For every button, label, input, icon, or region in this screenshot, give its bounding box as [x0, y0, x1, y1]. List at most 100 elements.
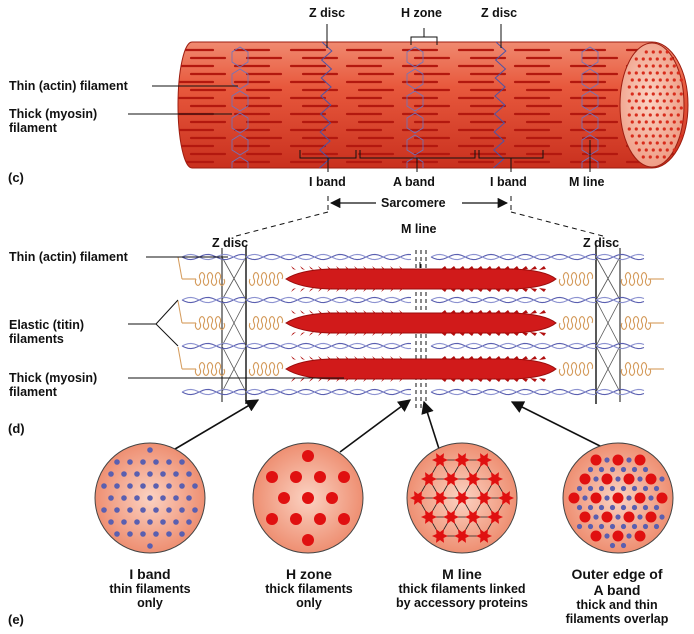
lattice-hint	[231, 156, 249, 168]
actin-dot	[659, 476, 665, 482]
myosin-head	[381, 356, 386, 360]
actin-filament	[181, 388, 246, 396]
myosin-head	[530, 266, 537, 270]
myosin-head	[381, 288, 386, 292]
myosin-head	[318, 356, 323, 360]
lattice-hint	[231, 68, 249, 90]
myofibril-cylinder	[177, 41, 689, 169]
filament-dot	[634, 57, 638, 61]
myosin-head	[309, 310, 314, 314]
actin-dot	[593, 476, 599, 482]
myosin-head	[476, 266, 483, 270]
myosin-head	[345, 378, 350, 382]
myosin-head	[309, 266, 314, 270]
filament-dot	[627, 113, 631, 117]
filament-dot	[644, 134, 648, 138]
caption-m-line-line: by accessory proteins	[395, 596, 528, 610]
filament-dot	[662, 155, 666, 159]
myosin-dot	[634, 454, 646, 466]
filament-dot	[630, 78, 634, 82]
myosin-head	[512, 310, 519, 314]
myosin-head	[291, 288, 296, 292]
myosin-dot	[612, 492, 624, 504]
myosin-head	[327, 378, 332, 382]
filament-dot	[651, 134, 655, 138]
myosin-head	[503, 310, 510, 314]
myosin-head	[440, 378, 447, 382]
actin-dot	[101, 483, 107, 489]
actin-filament	[245, 296, 412, 304]
myosin-head	[318, 266, 323, 270]
myosin-head	[309, 356, 314, 360]
myosin-dot	[579, 473, 591, 485]
myosin-head	[494, 288, 501, 292]
titin-spring	[194, 362, 226, 376]
myosin-head	[399, 266, 404, 270]
filament-dot	[641, 127, 645, 131]
myosin-head	[300, 310, 305, 314]
myosin-head	[300, 266, 305, 270]
filament-dot	[637, 148, 641, 152]
myosin-head	[458, 288, 465, 292]
actin-dot	[153, 531, 159, 537]
myosin-filament	[285, 312, 557, 334]
myosin-head	[521, 288, 528, 292]
lattice-hint	[406, 112, 424, 134]
filament-dot	[669, 57, 673, 61]
myosin-head	[494, 356, 501, 360]
myosin-star	[487, 472, 503, 486]
actin-dot	[127, 531, 133, 537]
myosin-head	[494, 378, 501, 382]
myosin-head	[458, 332, 465, 336]
actin-dot	[593, 514, 599, 520]
myosin-head	[467, 378, 474, 382]
filament-dot	[651, 92, 655, 96]
actin-dot	[642, 523, 649, 530]
myosin-head	[300, 356, 305, 360]
lattice-hint	[231, 46, 249, 68]
filament-dot	[672, 64, 676, 68]
filament-dot	[634, 141, 638, 145]
filament-dot	[679, 120, 683, 124]
actin-dot	[659, 514, 665, 520]
filament-dot	[644, 64, 648, 68]
myosin-dot	[645, 473, 657, 485]
thick-filament-label-c-1: Thick (myosin)	[9, 107, 98, 121]
elastic-filament-label-1: Elastic (titin)	[9, 318, 85, 332]
filament-dot	[665, 50, 669, 54]
panel-c-callouts	[128, 24, 591, 172]
filament-dot	[630, 120, 634, 124]
actin-filament	[430, 296, 597, 304]
actin-dot	[626, 457, 632, 463]
actin-filament	[181, 342, 246, 350]
myosin-head	[512, 378, 519, 382]
filament-dot	[644, 106, 648, 110]
actin-dot	[127, 483, 133, 489]
actin-dot	[631, 466, 638, 473]
filament-dot	[637, 134, 641, 138]
actin-dot	[631, 523, 638, 530]
myosin-star	[443, 510, 459, 524]
caption-i-band-title: I band	[129, 566, 171, 582]
filament-dot	[669, 71, 673, 75]
myosin-head	[476, 332, 483, 336]
actin-dot	[615, 514, 621, 520]
myosin-head	[399, 310, 404, 314]
sarcomere-detail	[177, 246, 664, 410]
m-line-label-d: M line	[401, 222, 437, 236]
myosin-dot	[290, 471, 302, 483]
panel-label-d: (d)	[8, 421, 25, 436]
filament-dot	[644, 148, 648, 152]
myosin-head	[309, 332, 314, 336]
myosin-dot	[645, 511, 657, 523]
actin-dot	[153, 507, 159, 513]
myosin-star	[421, 472, 437, 486]
filament-dot	[630, 92, 634, 96]
myosin-head	[381, 266, 386, 270]
myosin-head	[390, 266, 395, 270]
myosin-head	[476, 288, 483, 292]
myosin-head	[485, 356, 492, 360]
titin-spring	[194, 316, 226, 330]
actin-dot	[620, 542, 627, 549]
myosin-head	[440, 310, 447, 314]
